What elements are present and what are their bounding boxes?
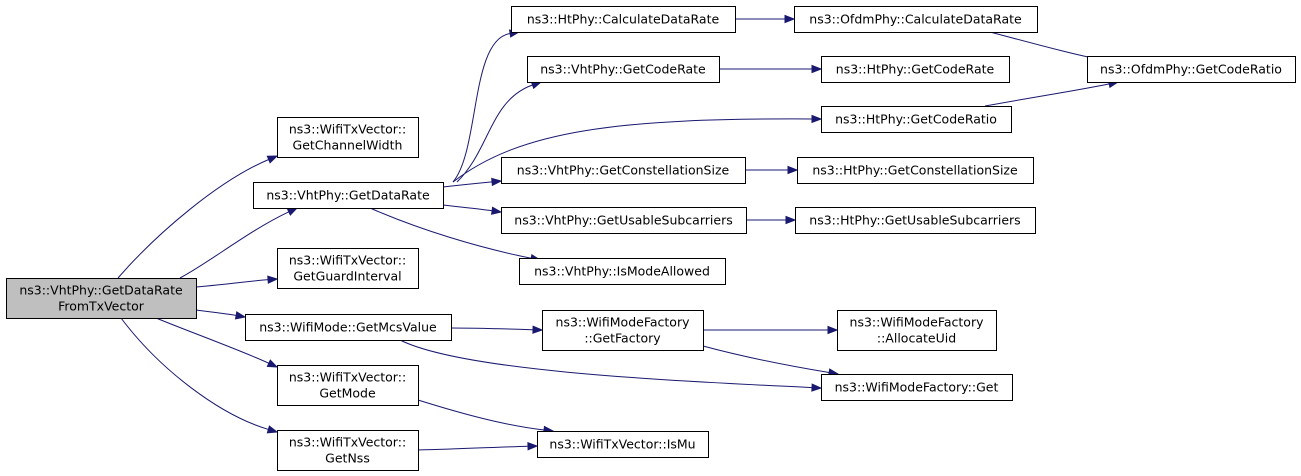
node-vht-is-mode-allowed[interactable]: ns3::VhtPhy::IsModeAllowed: [519, 258, 726, 285]
node-ht-get-usable-subcarriers[interactable]: ns3::HtPhy::GetUsableSubcarriers: [795, 207, 1036, 234]
node-label: ns3::HtPhy::GetConstellationSize: [812, 163, 1018, 178]
arrowhead-icon: [787, 165, 799, 175]
node-label: ns3::VhtPhy::GetConstellationSize: [517, 163, 730, 178]
node-vht-get-code-rate[interactable]: ns3::VhtPhy::GetCodeRate: [527, 56, 720, 83]
arrowhead-icon: [266, 155, 279, 164]
edge-root-to-get-nss: [120, 317, 279, 434]
node-label: ns3::OfdmPhy::GetCodeRatio: [1100, 62, 1282, 77]
node-get-mode[interactable]: ns3::WifiTxVector::GetMode: [277, 365, 419, 406]
edge-ht-calculate-data-rate-to-ofdm-calculate-data-rate: [735, 14, 796, 24]
node-factory-get-factory[interactable]: ns3::WifiModeFactory::GetFactory: [542, 310, 704, 351]
edge-get-mcs-value-to-factory-get-factory: [450, 325, 544, 334]
arrowhead-icon: [785, 215, 797, 225]
node-label: GetMode: [319, 386, 376, 401]
node-ht-get-constellation-size[interactable]: ns3::HtPhy::GetConstellationSize: [797, 157, 1034, 184]
node-get-nss[interactable]: ns3::WifiTxVector::GetNss: [277, 430, 419, 471]
edge-vht-get-data-rate-to-vht-get-usable-subcarriers: [442, 204, 503, 215]
edge-vht-get-data-rate-to-ht-get-code-ratio: [452, 114, 823, 183]
node-label: ns3::WifiTxVector::: [289, 122, 406, 137]
node-label: GetNss: [325, 451, 370, 466]
node-ht-get-code-ratio[interactable]: ns3::HtPhy::GetCodeRatio: [821, 106, 1012, 133]
node-label: ns3::WifiTxVector::: [289, 370, 406, 385]
arrowhead-icon: [811, 114, 823, 124]
node-label: ns3::VhtPhy::GetDataRate: [19, 283, 183, 298]
node-label: ns3::HtPhy::GetUsableSubcarriers: [809, 213, 1020, 228]
node-ofdm-calculate-data-rate[interactable]: ns3::OfdmPhy::CalculateDataRate: [794, 6, 1038, 33]
edge-get-mcs-value-to-factory-get: [399, 339, 823, 392]
arrowhead-icon: [490, 206, 503, 215]
edge-root-to-get-mode: [155, 317, 279, 368]
edge-vht-get-constellation-size-to-ht-get-constellation-size: [745, 165, 799, 175]
node-vht-get-constellation-size[interactable]: ns3::VhtPhy::GetConstellationSize: [501, 157, 746, 184]
node-label: ::AllocateUid: [877, 331, 956, 346]
node-label: ns3::WifiModeFactory: [556, 315, 691, 330]
node-vht-get-data-rate[interactable]: ns3::VhtPhy::GetDataRate: [253, 182, 444, 209]
node-get-channel-width[interactable]: ns3::WifiTxVector::GetChannelWidth: [277, 117, 419, 158]
node-label: ns3::VhtPhy::GetDataRate: [266, 188, 430, 203]
node-label: GetGuardInterval: [293, 269, 401, 284]
edge-factory-get-factory-to-factory-allocate-uid: [703, 325, 839, 335]
arrowhead-icon: [286, 207, 299, 216]
node-factory-allocate-uid[interactable]: ns3::WifiModeFactory::AllocateUid: [837, 310, 997, 351]
edge-vht-get-usable-subcarriers-to-ht-get-usable-subcarriers: [746, 215, 797, 225]
arrowhead-icon: [266, 359, 279, 368]
arrowhead-icon: [532, 325, 544, 334]
arrowhead-icon: [827, 325, 839, 335]
node-label: ns3::WifiTxVector::: [289, 435, 406, 450]
arrowhead-icon: [811, 383, 823, 392]
arrowhead-icon: [527, 442, 539, 451]
node-label: ns3::HtPhy::GetCodeRate: [836, 62, 995, 77]
arrowhead-icon: [784, 14, 796, 24]
node-label: ns3::VhtPhy::GetCodeRate: [540, 62, 706, 77]
node-ht-get-code-rate[interactable]: ns3::HtPhy::GetCodeRate: [821, 56, 1010, 83]
node-label: ns3::HtPhy::CalculateDataRate: [527, 12, 720, 27]
edge-vht-get-data-rate-to-vht-get-constellation-size: [442, 177, 503, 188]
node-ht-calculate-data-rate[interactable]: ns3::HtPhy::CalculateDataRate: [511, 6, 736, 33]
edge-root-to-get-mcs-value: [195, 309, 247, 320]
node-get-mcs-value[interactable]: ns3::WifiMode::GetMcsValue: [245, 314, 452, 341]
arrowhead-icon: [491, 177, 503, 187]
node-is-mu[interactable]: ns3::WifiTxVector::IsMu: [537, 431, 709, 458]
node-label: GetChannelWidth: [293, 138, 403, 153]
node-label: FromTxVector: [58, 299, 145, 314]
node-label: ns3::VhtPhy::GetUsableSubcarriers: [514, 213, 732, 228]
node-label: ns3::WifiTxVector::IsMu: [549, 437, 695, 452]
arrowhead-icon: [267, 275, 279, 284]
edge-get-nss-to-is-mu: [417, 442, 539, 451]
node-label: ns3::WifiTxVector::: [289, 253, 406, 268]
node-label: ns3::VhtPhy::IsModeAllowed: [534, 264, 710, 279]
edge-factory-get-factory-to-factory-get: [702, 345, 840, 377]
node-label: ns3::WifiModeFactory: [850, 315, 985, 330]
arrowhead-icon: [811, 64, 823, 74]
call-graph-nodes: ns3::VhtPhy::GetDataRateFromTxVectorns3:…: [6, 6, 1296, 471]
node-label: ns3::HtPhy::GetCodeRatio: [835, 112, 997, 127]
arrowhead-icon: [234, 311, 247, 320]
node-vht-get-usable-subcarriers[interactable]: ns3::VhtPhy::GetUsableSubcarriers: [501, 207, 747, 234]
node-factory-get[interactable]: ns3::WifiModeFactory::Get: [821, 374, 1013, 401]
node-get-guard-interval[interactable]: ns3::WifiTxVector::GetGuardInterval: [277, 248, 419, 289]
node-label: ns3::WifiModeFactory::Get: [835, 380, 999, 395]
node-label: ns3::WifiMode::GetMcsValue: [259, 320, 437, 335]
edge-root-to-get-guard-interval: [195, 275, 279, 288]
arrowhead-icon: [266, 425, 279, 434]
edge-vht-get-code-rate-to-ht-get-code-rate: [719, 64, 823, 74]
edge-ht-get-code-ratio-to-ofdm-get-code-ratio: [984, 79, 1120, 107]
edge-root-to-get-channel-width: [117, 155, 279, 279]
node-label: ::GetFactory: [584, 331, 661, 346]
edge-get-mode-to-is-mu: [417, 399, 555, 435]
node-ofdm-get-code-ratio[interactable]: ns3::OfdmPhy::GetCodeRatio: [1087, 56, 1296, 83]
node-label: ns3::OfdmPhy::CalculateDataRate: [809, 12, 1022, 27]
